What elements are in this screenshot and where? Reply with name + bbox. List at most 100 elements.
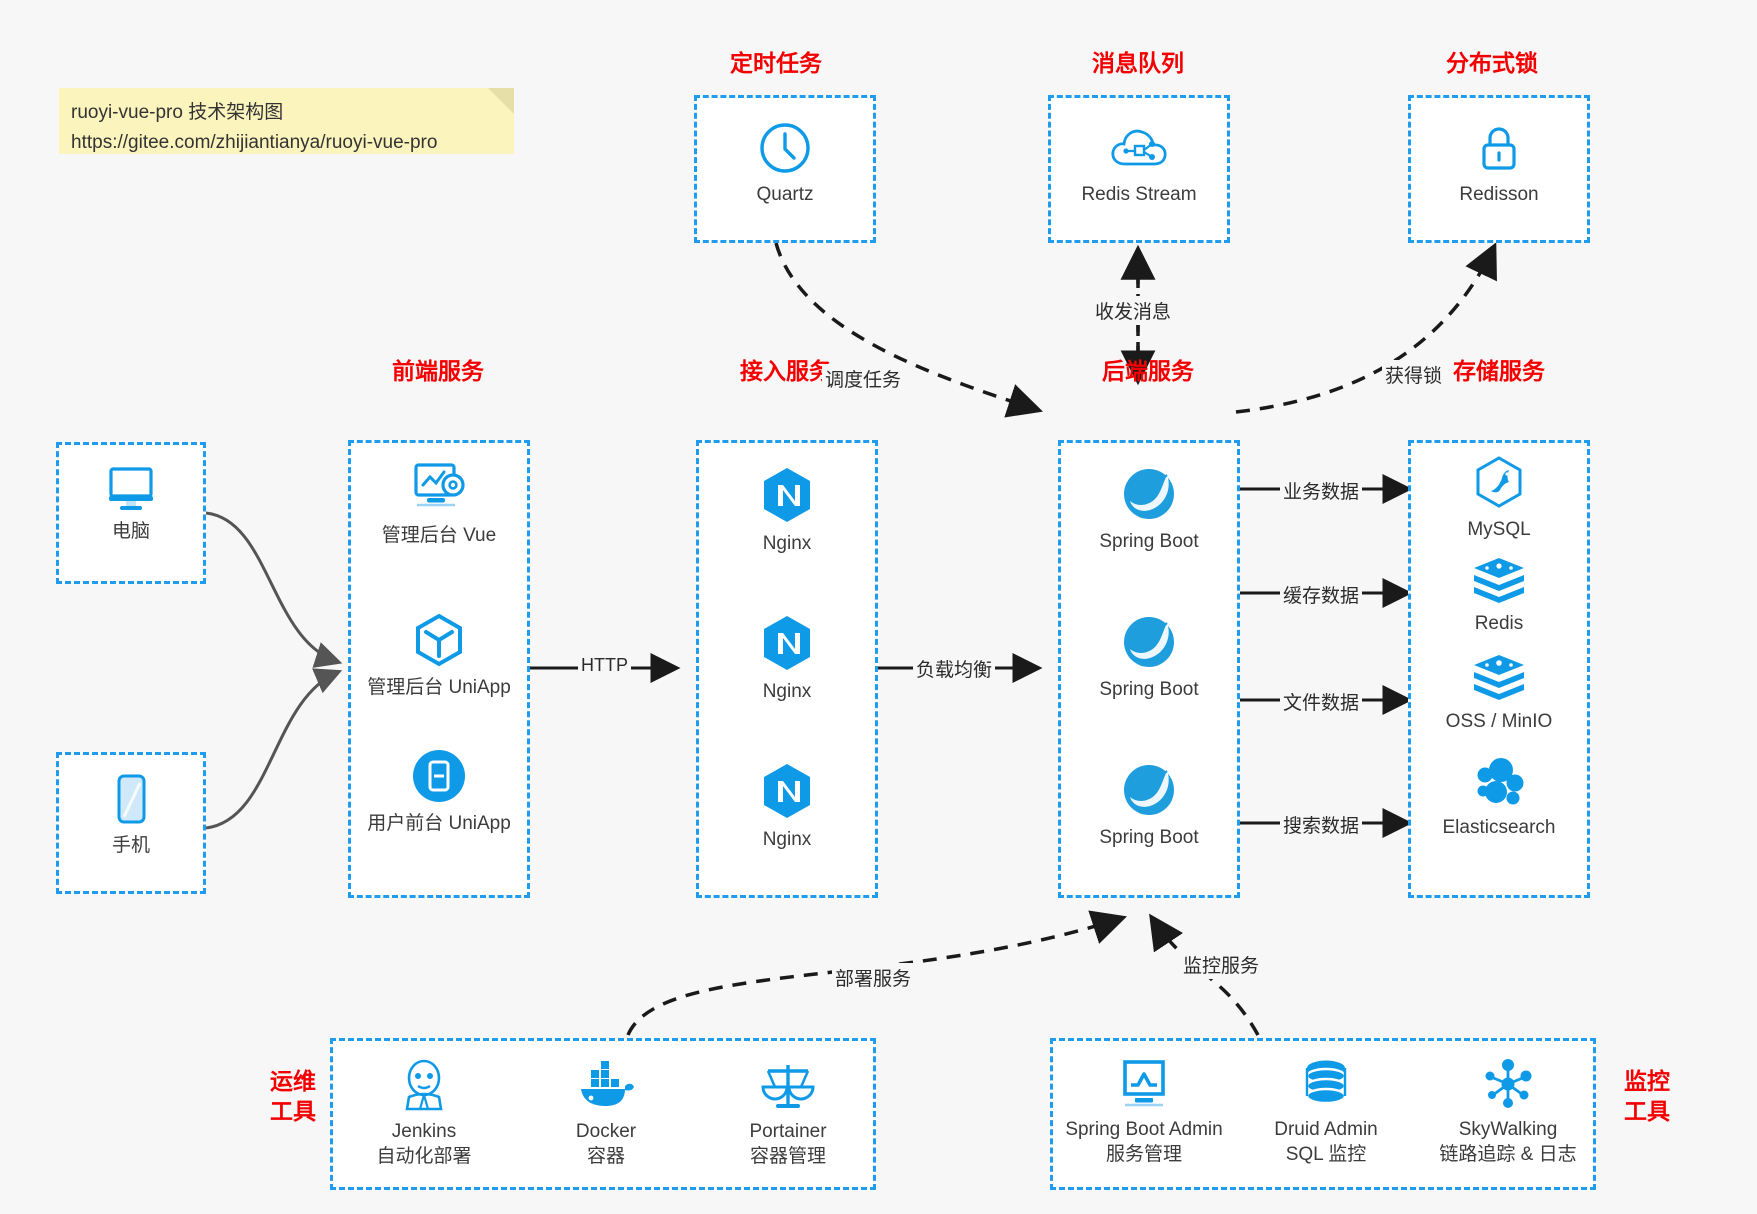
scales-icon	[761, 1065, 815, 1108]
node-admin-uniapp[interactable]: 管理后台 UniApp	[351, 611, 527, 700]
mobile-app-icon	[413, 750, 465, 802]
node-label: 电脑	[111, 521, 150, 542]
mysql-icon	[1476, 456, 1522, 508]
node-label: OSS / MinIO	[1445, 711, 1553, 732]
desktop-icon	[109, 467, 153, 510]
group-box-lock: Redisson	[1408, 95, 1590, 243]
node-druid-admin[interactable]: Druid Admin SQL 监控	[1235, 1057, 1417, 1167]
edge-label-load-balance: 负载均衡	[913, 654, 996, 683]
group-box-gateway: Nginx Nginx Nginx	[696, 440, 878, 898]
edge-label-acquire-lock: 获得锁	[1382, 360, 1446, 389]
node-oss-minio[interactable]: OSS / MinIO	[1411, 651, 1587, 734]
node-label: Portainer	[749, 1121, 827, 1142]
node-label: Elasticsearch	[1442, 817, 1556, 838]
edge-label-http: HTTP	[578, 654, 631, 677]
node-sublabel: 容器	[586, 1146, 625, 1167]
node-label: Docker	[575, 1121, 637, 1142]
monitor-chart-icon	[1123, 1060, 1165, 1107]
group-label-mq: 消息队列	[1092, 50, 1184, 76]
node-spring-boot-admin[interactable]: Spring Boot Admin 服务管理	[1053, 1057, 1235, 1167]
group-label-monitoring: 监控 工具	[1612, 1066, 1682, 1126]
elasticsearch-icon	[1477, 758, 1524, 805]
node-label: 管理后台 UniApp	[367, 677, 511, 698]
group-box-frontend: 管理后台 Vue 管理后台 UniApp 用户前台 UniApp	[348, 440, 530, 898]
padlock-icon	[1482, 127, 1516, 170]
node-nginx-3[interactable]: Nginx	[699, 761, 875, 852]
node-label: Druid Admin	[1274, 1119, 1378, 1140]
edge-label-file-data: 文件数据	[1280, 687, 1363, 716]
node-label: Spring Boot	[1099, 531, 1199, 552]
edge-label-schedule: 调度任务	[822, 364, 905, 393]
node-skywalking[interactable]: SkyWalking 链路追踪 & 日志	[1417, 1057, 1599, 1167]
group-box-monitoring: Spring Boot Admin 服务管理 Druid Admin SQL 监…	[1050, 1038, 1596, 1190]
node-nginx-2[interactable]: Nginx	[699, 613, 875, 704]
node-redisson[interactable]: Redisson	[1411, 120, 1587, 207]
group-label-frontend: 前端服务	[392, 358, 484, 384]
nginx-icon	[764, 616, 810, 670]
group-label-monitoring-line2: 工具	[1624, 1098, 1670, 1124]
group-label-devops: 运维 工具	[258, 1066, 328, 1126]
clock-icon	[760, 123, 810, 173]
cloud-stream-icon	[1111, 129, 1167, 166]
node-label: Spring Boot Admin	[1065, 1119, 1223, 1140]
node-spring-boot-1[interactable]: Spring Boot	[1061, 465, 1237, 554]
node-portainer[interactable]: Portainer 容器管理	[697, 1057, 879, 1169]
node-nginx-1[interactable]: Nginx	[699, 465, 875, 556]
group-label-lock: 分布式锁	[1446, 50, 1538, 76]
node-redis-stream[interactable]: Redis Stream	[1051, 120, 1227, 207]
node-label: Nginx	[762, 829, 812, 850]
node-sublabel: 自动化部署	[376, 1146, 472, 1167]
node-quartz[interactable]: Quartz	[697, 120, 873, 207]
node-spring-boot-3[interactable]: Spring Boot	[1061, 761, 1237, 850]
group-box-client-phone: 手机	[56, 752, 206, 894]
note-line-2: https://gitee.com/zhijiantianya/ruoyi-vu…	[71, 132, 438, 153]
node-spring-boot-2[interactable]: Spring Boot	[1061, 613, 1237, 702]
edge-label-deploy-service: 部署服务	[832, 963, 915, 992]
spring-boot-icon	[1124, 469, 1174, 519]
node-redis[interactable]: Redis	[1411, 553, 1587, 636]
network-nodes-icon	[1485, 1059, 1532, 1108]
diagram-note: ruoyi-vue-pro 技术架构图 https://gitee.com/zh…	[59, 88, 514, 154]
node-mysql[interactable]: MySQL	[1411, 455, 1587, 542]
node-sublabel: 链路追踪 & 日志	[1439, 1144, 1577, 1165]
node-label: 用户前台 UniApp	[367, 813, 511, 834]
node-label: Nginx	[762, 681, 812, 702]
edge-label-search-data: 搜索数据	[1280, 810, 1363, 839]
node-elasticsearch[interactable]: Elasticsearch	[1411, 753, 1587, 840]
node-phone[interactable]: 手机	[59, 773, 203, 858]
spring-boot-icon	[1124, 765, 1174, 815]
spring-boot-icon	[1124, 617, 1174, 667]
group-label-scheduler: 定时任务	[730, 50, 822, 76]
node-label: Redis	[1474, 613, 1524, 634]
node-sublabel: 容器管理	[749, 1146, 826, 1167]
group-label-devops-line1: 运维	[270, 1068, 316, 1094]
group-label-backend: 后端服务	[1102, 358, 1194, 384]
group-box-backend: Spring Boot Spring Boot Spring Boot	[1058, 440, 1240, 898]
node-label: SkyWalking	[1458, 1119, 1558, 1140]
node-user-uniapp[interactable]: 用户前台 UniApp	[351, 747, 527, 836]
object-storage-icon	[1474, 655, 1524, 700]
note-line-1: ruoyi-vue-pro 技术架构图	[71, 102, 284, 123]
node-desktop[interactable]: 电脑	[59, 463, 203, 544]
node-admin-vue[interactable]: 管理后台 Vue	[351, 459, 527, 548]
group-box-devops: Jenkins 自动化部署 Docker 容器	[330, 1038, 876, 1190]
node-label: Jenkins	[391, 1121, 457, 1142]
node-docker[interactable]: Docker 容器	[515, 1057, 697, 1169]
edge-label-business-data: 业务数据	[1280, 476, 1363, 505]
node-label: 手机	[111, 835, 150, 856]
node-sublabel: 服务管理	[1105, 1144, 1182, 1165]
node-label: Redisson	[1459, 184, 1539, 205]
node-label: Redis Stream	[1081, 184, 1197, 205]
node-sublabel: SQL 监控	[1285, 1144, 1367, 1165]
note-fold-corner	[488, 88, 514, 114]
node-label: MySQL	[1467, 519, 1531, 540]
group-label-gateway: 接入服务	[740, 358, 832, 384]
group-label-monitoring-line1: 监控	[1624, 1068, 1670, 1094]
node-label: Spring Boot	[1099, 679, 1199, 700]
group-box-storage: MySQL Redis OSS / MinIO	[1408, 440, 1590, 898]
redis-icon	[1474, 558, 1524, 603]
database-icon	[1305, 1060, 1347, 1105]
node-jenkins[interactable]: Jenkins 自动化部署	[333, 1057, 515, 1169]
edge-label-mq: 收发消息	[1092, 296, 1175, 325]
